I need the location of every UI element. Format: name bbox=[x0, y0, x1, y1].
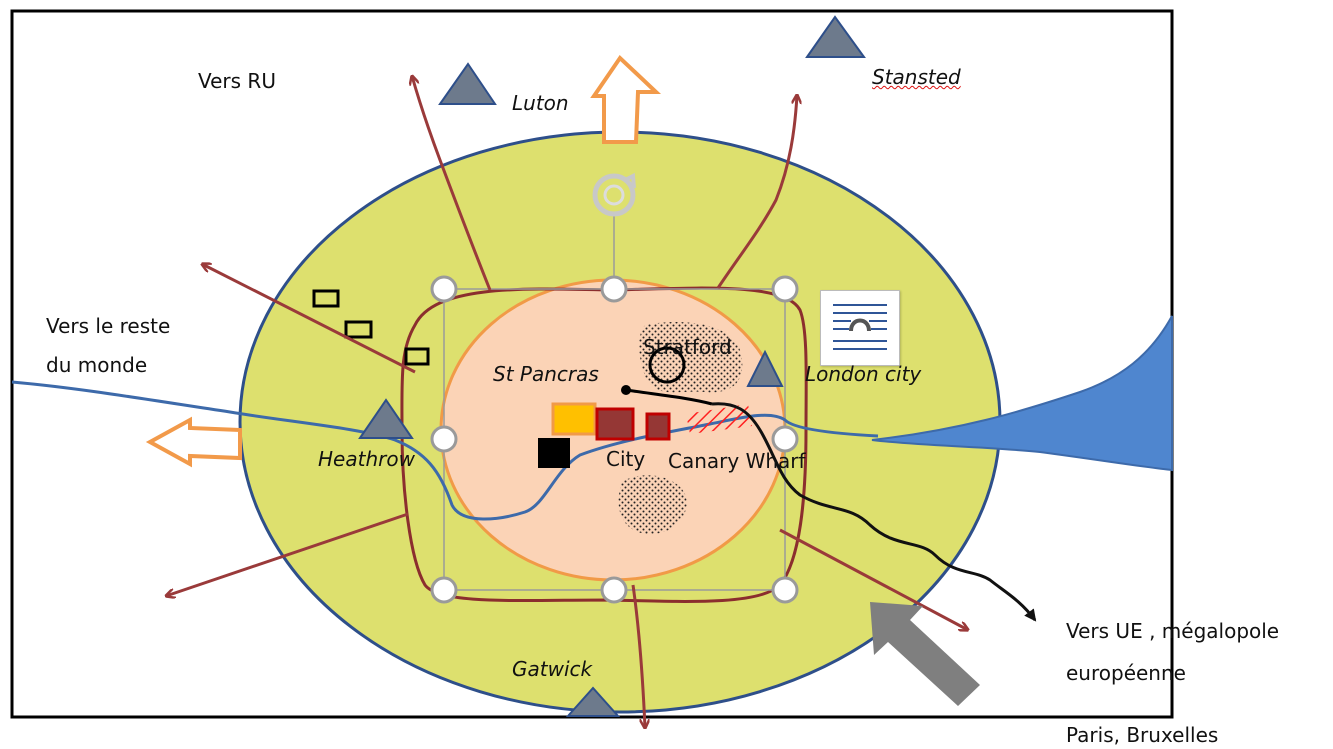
label-st-pancras: St Pancras bbox=[493, 362, 599, 386]
label-vers-ue-1: Vers UE , mégalopole bbox=[1066, 619, 1280, 643]
heathrow-triangle bbox=[358, 398, 414, 439]
open-arrow-north bbox=[590, 54, 662, 144]
layout-options-icon[interactable] bbox=[820, 290, 900, 366]
label-stansted: Stansted bbox=[872, 65, 961, 89]
label-vers-ue-2: européenne bbox=[1066, 661, 1186, 685]
st-pancras-line bbox=[625, 388, 713, 406]
selection-handles[interactable] bbox=[430, 275, 799, 604]
label-paris-bruxelles: Paris, Bruxelles bbox=[1066, 723, 1219, 747]
arrow-north-left bbox=[412, 76, 492, 291]
label-london-city: London city bbox=[805, 362, 922, 386]
arrow-north-right bbox=[716, 95, 797, 289]
west-outline-square-2 bbox=[344, 320, 373, 339]
arrow-west bbox=[202, 264, 416, 374]
label-heathrow: Heathrow bbox=[318, 447, 415, 471]
handle-bottom-left[interactable] bbox=[430, 576, 458, 604]
stansted-triangle bbox=[805, 15, 866, 58]
thames-river bbox=[11, 380, 879, 521]
stratford-dotted-zone bbox=[639, 321, 743, 393]
label-gatwick: Gatwick bbox=[512, 657, 593, 681]
handle-top-right[interactable] bbox=[771, 275, 799, 303]
black-block bbox=[538, 438, 570, 468]
rotate-icon[interactable] bbox=[592, 172, 636, 217]
arrow-southeast bbox=[779, 528, 968, 630]
gatwick-triangle bbox=[565, 686, 621, 717]
london-city-triangle bbox=[746, 349, 784, 387]
canary-block bbox=[645, 412, 671, 441]
label-stratford: Stratford bbox=[643, 335, 732, 359]
grey-inbound-arrow bbox=[870, 602, 980, 706]
label-luton: Luton bbox=[512, 91, 569, 115]
handle-top-middle[interactable] bbox=[600, 275, 628, 303]
airport-triangles bbox=[358, 15, 866, 717]
layout-options-glyph bbox=[833, 304, 887, 350]
open-arrow-west bbox=[145, 416, 242, 468]
eurostar-line[interactable] bbox=[711, 402, 1037, 622]
city-block bbox=[595, 407, 635, 441]
handle-bottom-right[interactable] bbox=[771, 576, 799, 604]
label-canary-wharf: Canary Wharf bbox=[668, 449, 806, 473]
west-outline-square-1 bbox=[312, 289, 340, 308]
stratford-circle bbox=[648, 346, 686, 384]
handle-middle-left[interactable] bbox=[430, 425, 458, 453]
label-vers-reste-monde-2: du monde bbox=[46, 353, 148, 377]
arrow-southwest bbox=[166, 512, 409, 596]
handle-middle-right[interactable] bbox=[771, 425, 799, 453]
west-outline-square-3 bbox=[404, 347, 430, 366]
handle-bottom-middle[interactable] bbox=[600, 576, 628, 604]
label-city: City bbox=[606, 447, 646, 471]
label-vers-reste-monde-1: Vers le reste bbox=[46, 314, 171, 338]
flow-arrows bbox=[166, 76, 968, 728]
yellow-block bbox=[551, 402, 597, 436]
label-vers-ru: Vers RU bbox=[198, 69, 276, 93]
canary-wharf-hatch bbox=[686, 404, 752, 434]
thames-estuary bbox=[871, 315, 1173, 472]
luton-triangle bbox=[438, 62, 497, 105]
arrow-south bbox=[631, 584, 645, 728]
south-dotted-zone bbox=[618, 475, 687, 534]
handle-top-left[interactable] bbox=[430, 275, 458, 303]
